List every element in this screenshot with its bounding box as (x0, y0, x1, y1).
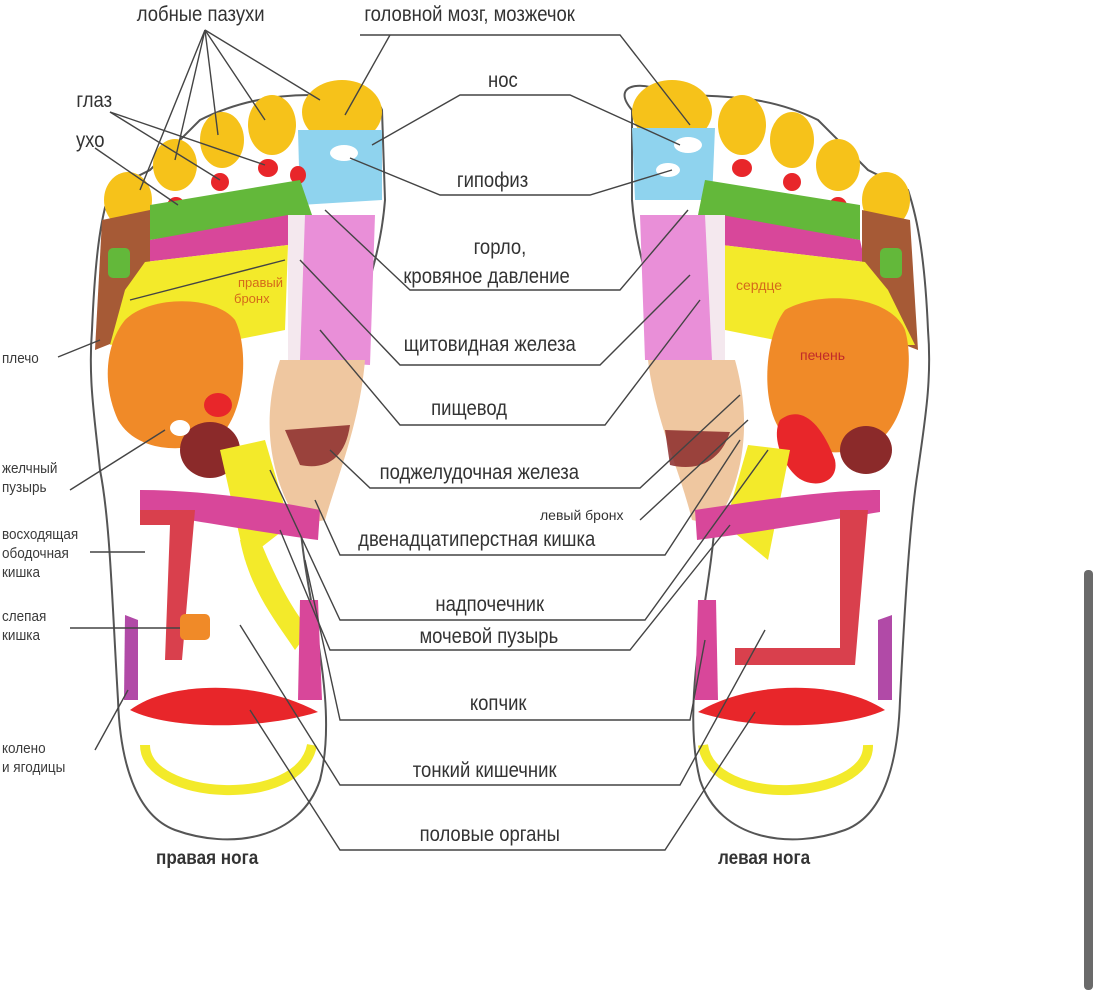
label-left-bronchus: левый бронх (540, 507, 624, 523)
label-ear: ухо (76, 130, 105, 151)
eye-spot-l (732, 159, 752, 177)
toe-3 (200, 112, 244, 168)
label-knee-2: и ягодицы (2, 759, 65, 777)
label-colon-1: восходящая (2, 526, 78, 544)
label-genitals: половые органы (420, 824, 560, 845)
label-sinuses: лобные пазухи (137, 4, 265, 25)
label-throat-2: кровяное давление (403, 266, 569, 287)
thyroid-zone-l (640, 215, 712, 360)
label-shoulder: плечо (2, 350, 39, 368)
knee-zone-l (878, 615, 892, 700)
ear-square-l (880, 248, 902, 278)
coccyx-zone (298, 600, 322, 700)
toe-4-l (816, 139, 860, 191)
liver-label: печень (800, 347, 845, 363)
label-coccyx: копчик (470, 693, 527, 714)
scrollbar[interactable] (1084, 570, 1093, 990)
brain-zone (298, 130, 382, 205)
label-gallbladder-2: пузырь (2, 479, 47, 497)
label-colon-2: ободочная (2, 545, 69, 563)
label-knee-1: колено (2, 740, 46, 758)
gallbladder-zone-l (840, 426, 892, 474)
right-bronchus-label-1: правый (238, 275, 283, 290)
red-spot (204, 393, 232, 417)
pituitary-spot (330, 145, 358, 161)
label-brain: головной мозг, мозжечок (364, 4, 574, 25)
nose-spot-l (674, 137, 702, 153)
label-adrenal: надпочечник (435, 594, 544, 615)
heart-label: сердце (736, 277, 782, 293)
label-pituitary: гипофиз (457, 170, 528, 191)
label-bladder: мочевой пузырь (419, 626, 558, 647)
toe-2 (248, 95, 296, 155)
pituitary-spot-l (656, 163, 680, 177)
toe-4 (153, 139, 197, 191)
label-thyroid: щитовидная железа (404, 334, 576, 355)
label-cecum-1: слепая (2, 608, 46, 626)
label-cecum-2: кишка (2, 627, 40, 645)
label-nose: нос (488, 70, 518, 91)
toe-3-l (770, 112, 814, 168)
cecum-spot (180, 614, 210, 640)
label-pancreas: поджелудочная железа (380, 462, 579, 483)
label-colon-3: кишка (2, 564, 40, 582)
eye-spot (258, 159, 278, 177)
eye-spot-l2 (783, 173, 801, 191)
ear-square (108, 248, 130, 278)
label-eye: глаз (76, 90, 112, 111)
coccyx-zone-l (695, 600, 718, 700)
label-small-intestine: тонкий кишечник (413, 760, 557, 781)
label-throat-1: горло, (474, 237, 527, 258)
label-right-foot: правая нога (156, 848, 258, 870)
label-gallbladder-1: желчный (2, 460, 57, 478)
gallbladder-hole (170, 420, 190, 436)
label-left-foot: левая нога (718, 848, 810, 870)
right-bronchus-label-2: бронх (234, 291, 270, 306)
toe-2-l (718, 95, 766, 155)
label-esophagus: пищевод (431, 398, 507, 419)
label-duodenum: двенадцатиперстная кишка (358, 529, 595, 550)
